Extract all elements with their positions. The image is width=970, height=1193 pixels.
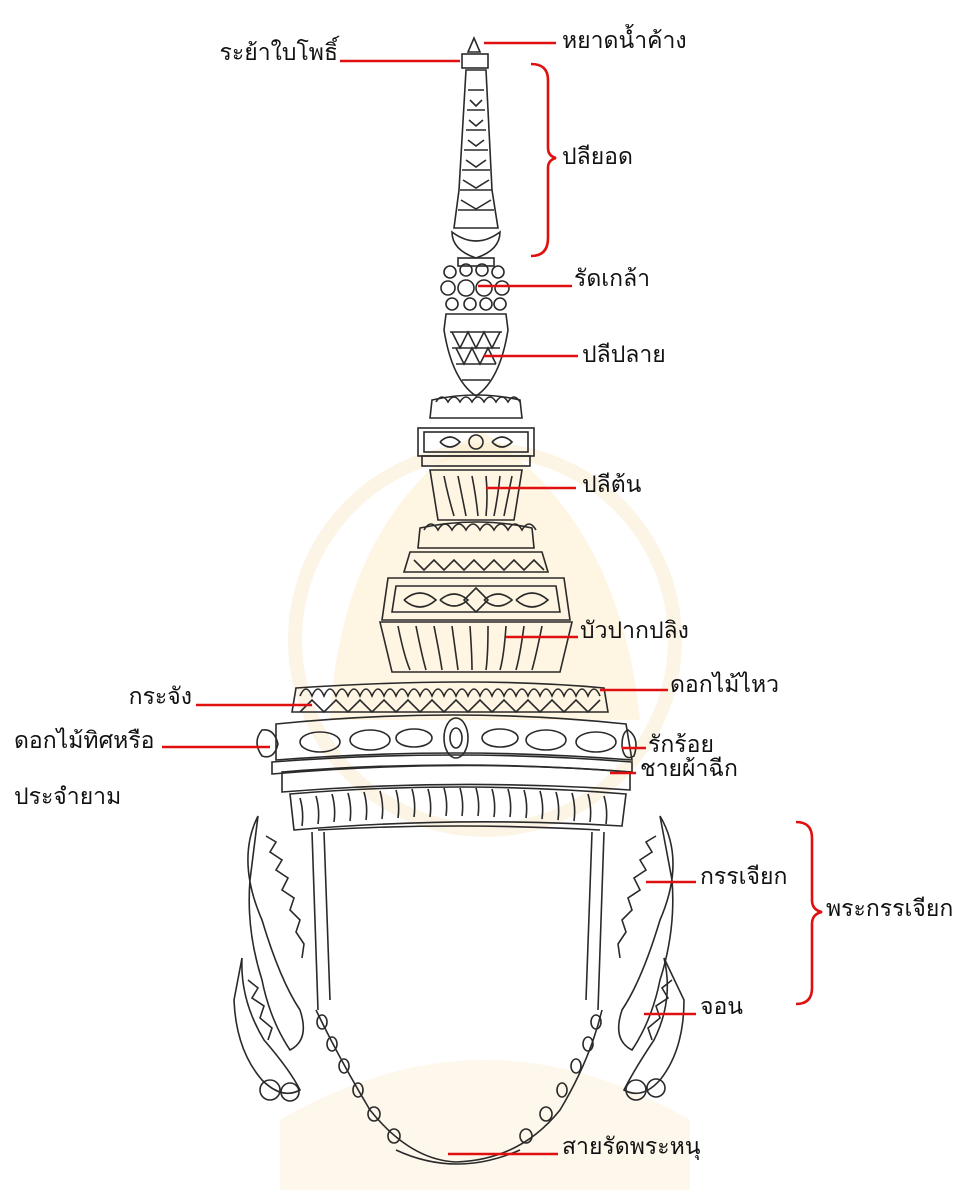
label-bua-pak-pling: บัวปากปลิง [580,620,689,643]
watermark-emblem [280,430,690,1190]
label-kan-jiak: กรรเจียก [700,866,787,889]
label-pli-plai: ปลีปลาย [582,344,666,367]
label-dok-mai-thit-line1: ดอกไม้ทิศหรือ [14,730,155,753]
label-chai-pha-chik: ชายผ้าฉีก [640,758,738,781]
label-kra-jang: กระจัง [129,686,192,709]
label-pli-ton: ปลีต้น [582,474,641,497]
label-jon: จอน [700,996,743,1019]
rak-roi-pattern [300,718,616,758]
label-rak-roi: รักร้อย [648,734,714,757]
label-yad-nam-khang: หยาดน้ำค้าง [562,30,687,53]
label-rad-klao: รัดเกล้า [574,268,650,291]
label-phra-kan-jiak: พระกรรเจียก [826,898,953,921]
label-pli-yod: ปลียอด [562,146,633,169]
label-rayaa-bai-pho: ระย้าใบโพธิ์ [220,42,338,65]
label-dok-mai-thit-line2: ประจำยาม [14,786,121,809]
label-sai-rad-phra-hanu: สายรัดพระหนุ [562,1136,700,1159]
label-dok-mai-wai: ดอกไม้ไหว [670,674,779,697]
